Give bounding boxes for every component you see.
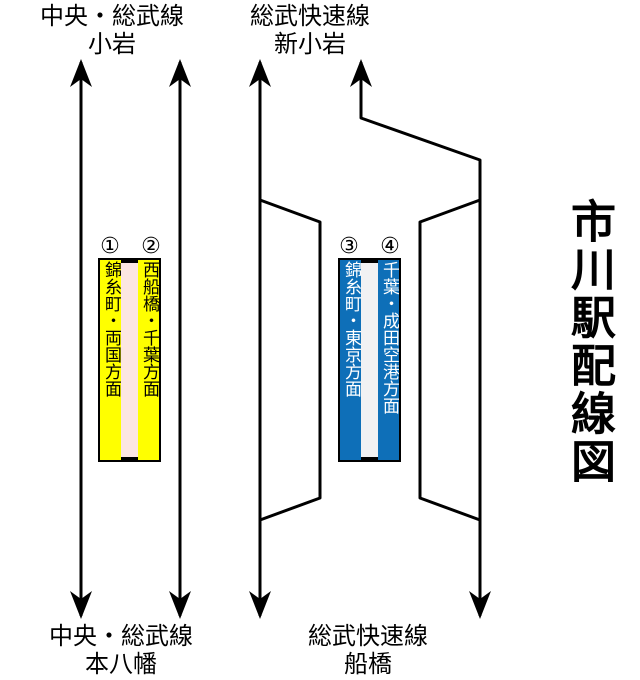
platform-number-2: ②	[141, 234, 161, 259]
rapid-platform-walkway	[361, 260, 378, 460]
rapid-line-platform: 錦糸町・東京方面 千葉・成田空港方面	[338, 258, 401, 462]
local-line-platform: 錦糸町・両国方面 西船橋・千葉方面	[98, 258, 161, 462]
platform-2-destination: 西船橋・千葉方面	[138, 260, 159, 460]
line-name: 中央・総武線	[49, 622, 193, 650]
label-bottom-left: 中央・総武線 本八幡	[49, 622, 193, 678]
platform-number-1: ①	[100, 234, 120, 259]
page-title: 市川駅配線図	[563, 198, 616, 486]
label-top-right: 総武快速線 新小岩	[250, 2, 370, 58]
station-name: 小岩	[88, 30, 136, 58]
station-name: 本八幡	[85, 650, 157, 678]
station-name: 新小岩	[274, 30, 346, 58]
label-bottom-right: 総武快速線 船橋	[308, 622, 428, 678]
line-name: 中央・総武線	[40, 2, 184, 30]
local-platform-walkway	[121, 260, 138, 460]
platform-4-destination: 千葉・成田空港方面	[378, 260, 399, 460]
platform-1-destination: 錦糸町・両国方面	[100, 260, 121, 460]
label-top-left: 中央・総武線 小岩	[40, 2, 184, 58]
platform-number-3: ③	[339, 234, 359, 259]
station-name: 船橋	[344, 650, 392, 678]
track-rapid-main-east	[350, 59, 491, 619]
track-rapid-platform-loop-west	[259, 198, 322, 522]
line-name: 総武快速線	[250, 2, 370, 30]
platform-number-4: ④	[380, 234, 400, 259]
platform-3-destination: 錦糸町・東京方面	[340, 260, 361, 460]
line-name: 総武快速線	[308, 622, 428, 650]
track-rapid-platform-loop-east	[418, 198, 481, 522]
